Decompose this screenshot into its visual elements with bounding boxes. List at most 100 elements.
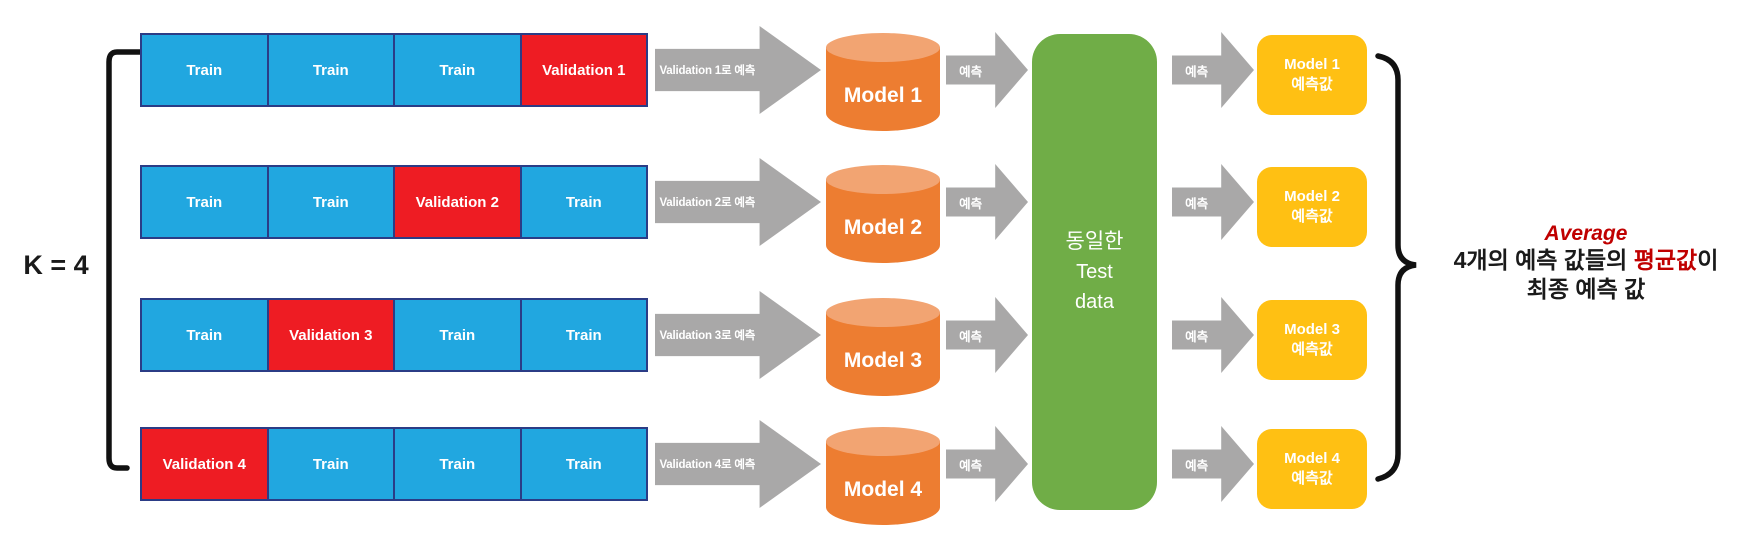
split-cell: Train bbox=[140, 165, 269, 239]
arrow-label: 예측 bbox=[1185, 329, 1209, 344]
arrow-label: Validation 2로 예측 bbox=[659, 197, 756, 209]
fold-row-4: Validation 4 Train Train Train Validatio… bbox=[0, 420, 1764, 525]
model-prediction-box: Model 3 예측값 bbox=[1257, 300, 1367, 380]
cell-label: Train bbox=[186, 326, 223, 344]
split-cell: Train bbox=[521, 298, 648, 372]
cell-label: Train bbox=[312, 61, 349, 79]
average-label: Average bbox=[1544, 222, 1628, 245]
cell-label: Train bbox=[312, 455, 349, 473]
model-cylinder: Model 1 bbox=[826, 33, 940, 131]
data-split-bar: Train Train Validation 2 Train bbox=[140, 165, 648, 239]
cell-label: Train bbox=[186, 61, 223, 79]
fold-row-1: Train Train Train Validation 1 Validatio… bbox=[0, 26, 1764, 131]
test-data-box: 동일한 Test data bbox=[1032, 34, 1157, 510]
model-prediction-box: Model 1 예측값 bbox=[1257, 35, 1367, 115]
model-label: Model 3 bbox=[843, 349, 923, 372]
arrow-label: Validation 4로 예측 bbox=[659, 459, 756, 471]
data-split-bar: Train Validation 3 Train Train bbox=[140, 298, 648, 372]
arrow-label: 예측 bbox=[959, 458, 983, 473]
model-label: Model 2 bbox=[843, 216, 923, 239]
test-box-line: Test bbox=[1076, 261, 1113, 283]
predict-arrow-icon: 예측 bbox=[1172, 426, 1254, 502]
train-to-model-arrow-icon: Validation 1로 예측 bbox=[655, 26, 821, 114]
train-to-model-arrow-icon: Validation 3로 예측 bbox=[655, 291, 821, 379]
split-cell: Validation 1 bbox=[521, 33, 648, 107]
model-cylinder: Model 2 bbox=[826, 165, 940, 263]
split-cell: Validation 3 bbox=[268, 298, 395, 372]
train-to-model-arrow-icon: Validation 4로 예측 bbox=[655, 420, 821, 508]
data-split-bar: Train Train Train Validation 1 bbox=[140, 33, 648, 107]
predict-arrow-icon: 예측 bbox=[1172, 164, 1254, 240]
result-model-label: Model 1 bbox=[1284, 56, 1340, 73]
cell-label: Validation 2 bbox=[415, 193, 499, 211]
fold-row-2: Train Train Validation 2 Train Validatio… bbox=[0, 158, 1764, 263]
conclusion-text: Average 4개의 예측 값들의 평균값이 최종 예측 값 bbox=[1408, 222, 1764, 304]
left-bracket-icon bbox=[106, 49, 146, 471]
result-model-label: Model 4 bbox=[1284, 450, 1340, 467]
data-split-bar: Validation 4 Train Train Train bbox=[140, 427, 648, 501]
arrow-label: Validation 3로 예측 bbox=[659, 330, 756, 342]
arrow-label: 예측 bbox=[959, 329, 983, 344]
result-model-label: Model 3 bbox=[1284, 321, 1340, 338]
split-cell: Validation 2 bbox=[395, 165, 522, 239]
conclusion-line-2: 최종 예측 값 bbox=[1526, 276, 1646, 302]
split-cell: Train bbox=[140, 298, 269, 372]
cylinder-top-icon bbox=[826, 298, 940, 327]
cell-label: Train bbox=[565, 193, 602, 211]
conclusion-line-1: 4개의 예측 값들의 평균값이 bbox=[1408, 246, 1764, 275]
predict-arrow-icon: 예측 bbox=[946, 32, 1028, 108]
split-cell: Train bbox=[268, 427, 395, 501]
cell-label: Train bbox=[565, 455, 602, 473]
arrow-label: 예측 bbox=[1185, 458, 1209, 473]
split-cell: Train bbox=[268, 165, 395, 239]
model-prediction-box: Model 2 예측값 bbox=[1257, 167, 1367, 247]
cylinder-top-icon bbox=[826, 165, 940, 194]
cell-label: Validation 1 bbox=[542, 61, 626, 79]
split-cell: Validation 4 bbox=[140, 427, 269, 501]
arrow-label: Validation 1로 예측 bbox=[659, 65, 756, 77]
arrow-label: 예측 bbox=[959, 196, 983, 211]
test-box-line: 동일한 bbox=[1065, 230, 1124, 253]
k-value-label: K = 4 bbox=[23, 250, 89, 280]
model-cylinder: Model 4 bbox=[826, 427, 940, 525]
cell-label: Train bbox=[312, 193, 349, 211]
arrow-label: 예측 bbox=[959, 64, 983, 79]
arrow-label: 예측 bbox=[1185, 64, 1209, 79]
split-cell: Train bbox=[268, 33, 395, 107]
predict-arrow-icon: 예측 bbox=[1172, 32, 1254, 108]
split-cell: Train bbox=[395, 427, 522, 501]
cell-label: Validation 3 bbox=[289, 326, 373, 344]
cell-label: Validation 4 bbox=[162, 455, 246, 473]
model-label: Model 1 bbox=[843, 84, 923, 107]
predict-arrow-icon: 예측 bbox=[946, 426, 1028, 502]
split-cell: Train bbox=[395, 33, 522, 107]
split-cell: Train bbox=[521, 427, 648, 501]
cell-label: Train bbox=[565, 326, 602, 344]
split-cell: Train bbox=[140, 33, 269, 107]
cylinder-body: Model 4 bbox=[826, 441, 940, 525]
model-prediction-box: Model 4 예측값 bbox=[1257, 429, 1367, 509]
cell-label: Train bbox=[439, 326, 476, 344]
predict-arrow-icon: 예측 bbox=[946, 164, 1028, 240]
model-label: Model 4 bbox=[843, 478, 923, 501]
split-cell: Train bbox=[395, 298, 522, 372]
predict-arrow-icon: 예측 bbox=[946, 297, 1028, 373]
cell-label: Train bbox=[186, 193, 223, 211]
right-curly-brace-icon bbox=[1375, 53, 1417, 482]
test-box-line: data bbox=[1075, 291, 1114, 313]
cell-label: Train bbox=[439, 455, 476, 473]
conclusion-line1-post: 이 bbox=[1697, 247, 1719, 273]
conclusion-line1-highlight: 평균값 bbox=[1633, 247, 1698, 273]
predict-arrow-icon: 예측 bbox=[1172, 297, 1254, 373]
train-to-model-arrow-icon: Validation 2로 예측 bbox=[655, 158, 821, 246]
fold-row-3: Train Validation 3 Train Train Validatio… bbox=[0, 291, 1764, 396]
model-cylinder: Model 3 bbox=[826, 298, 940, 396]
result-value-label: 예측값 bbox=[1291, 341, 1333, 358]
conclusion-line1-pre: 4개의 예측 값들의 bbox=[1453, 247, 1634, 273]
cylinder-top-icon bbox=[826, 33, 940, 62]
cell-label: Train bbox=[439, 61, 476, 79]
result-value-label: 예측값 bbox=[1291, 470, 1333, 487]
result-model-label: Model 2 bbox=[1284, 188, 1340, 205]
arrow-label: 예측 bbox=[1185, 196, 1209, 211]
